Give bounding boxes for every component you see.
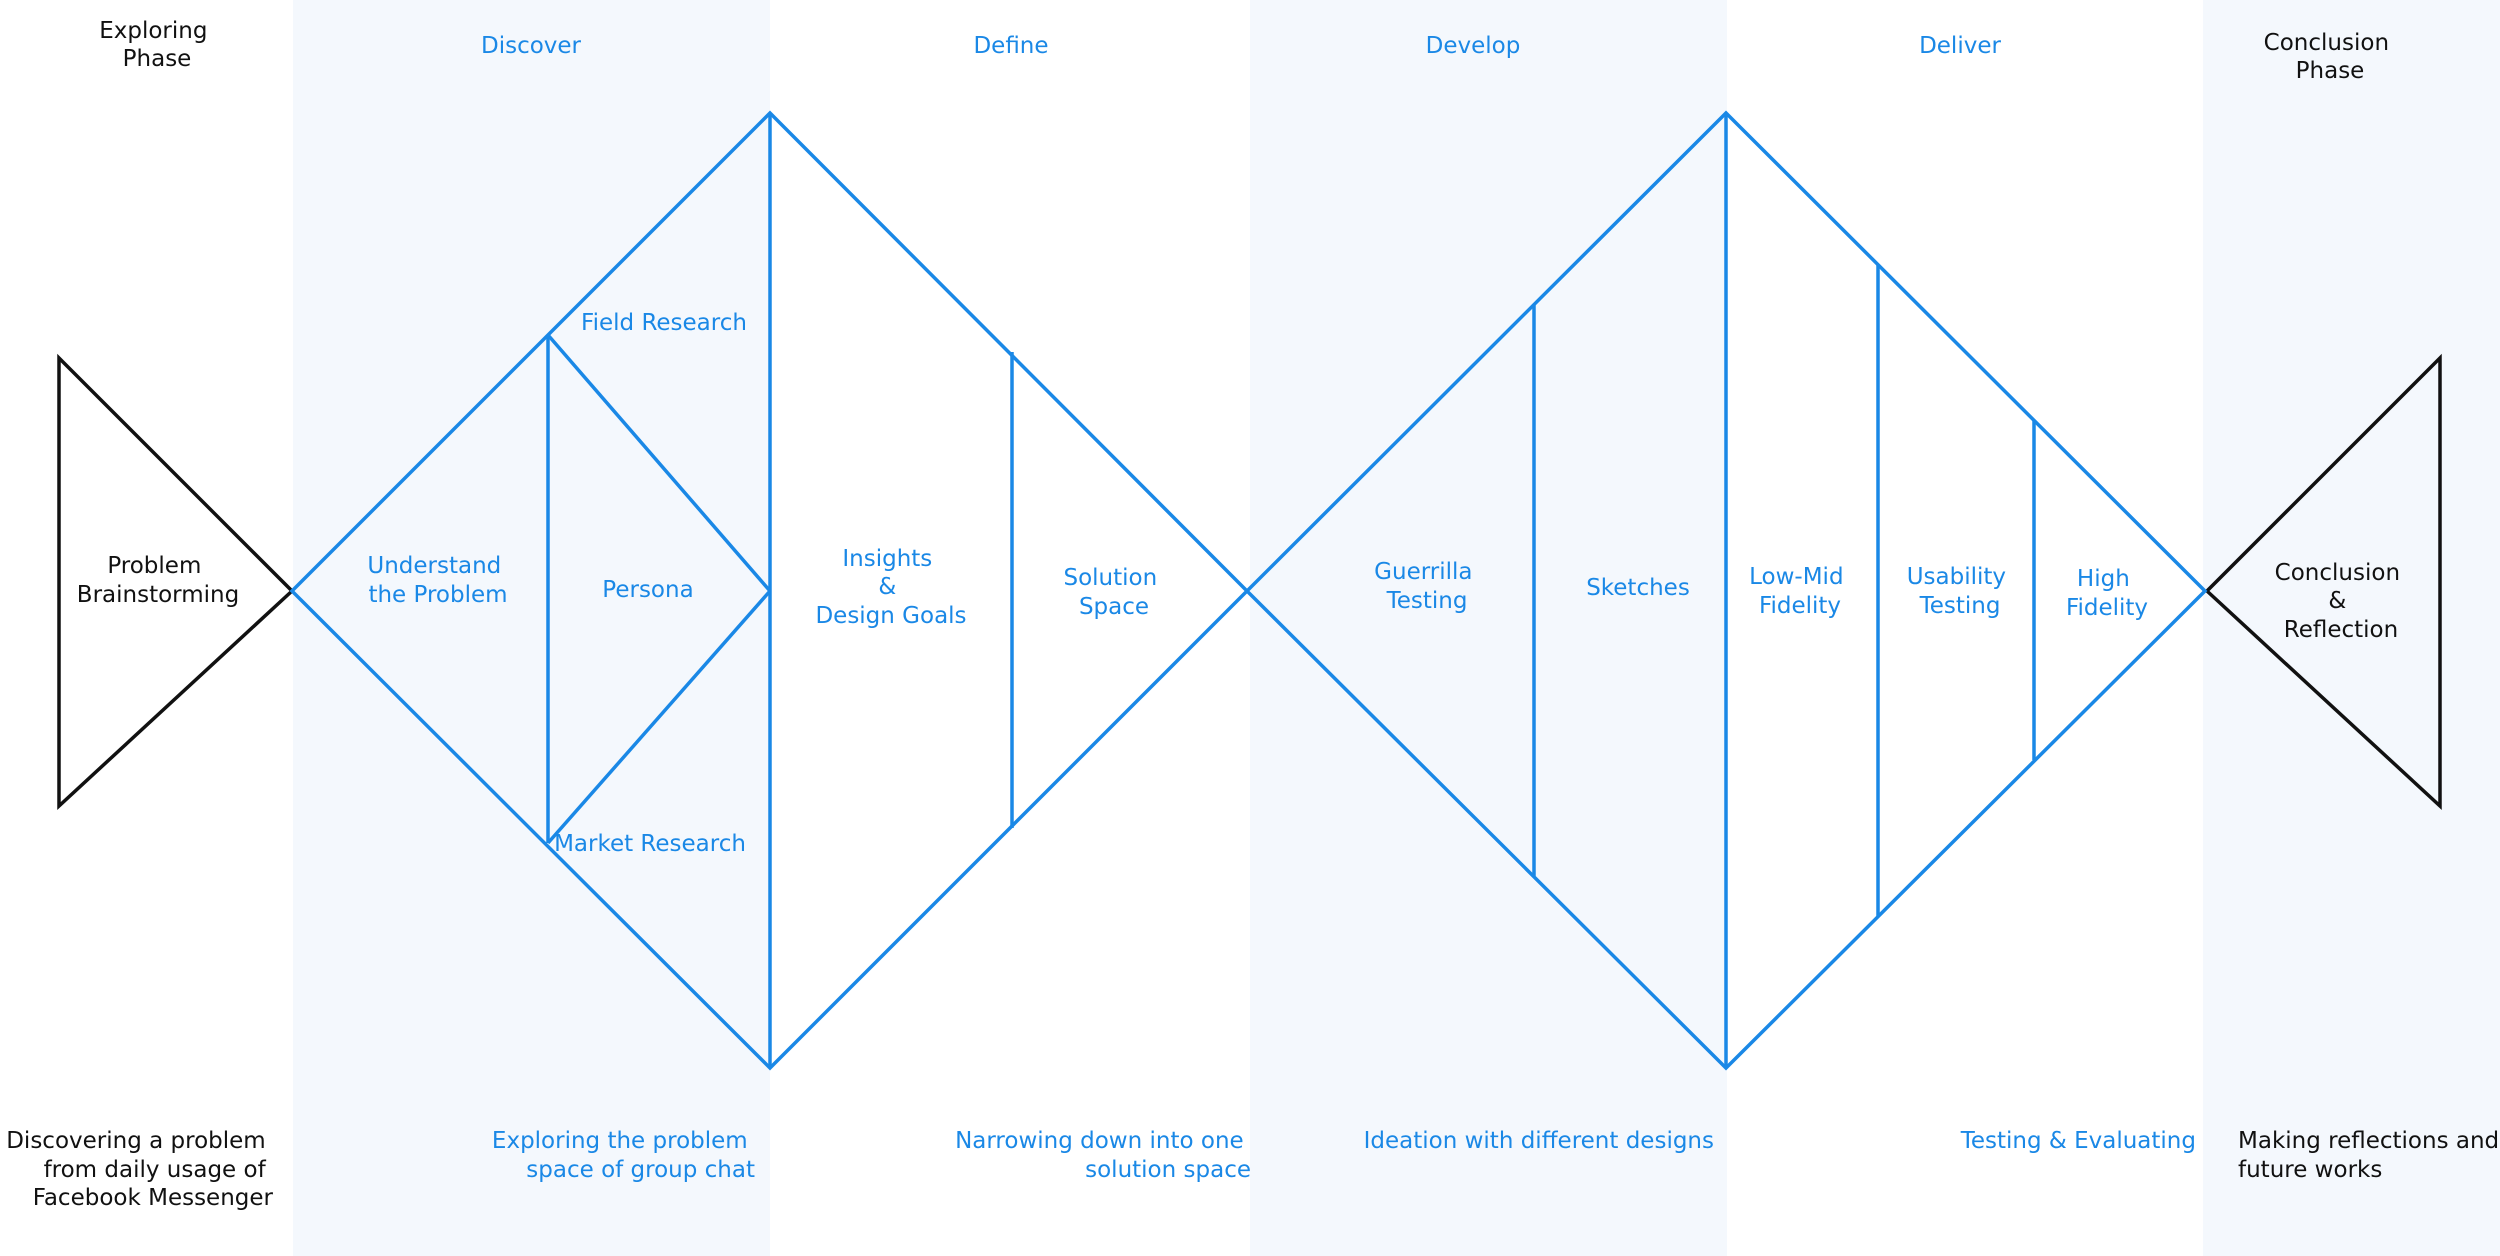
market-research-label: Market Research <box>554 831 746 857</box>
conclusion-phase-label: Conclusion Phase <box>2264 30 2397 84</box>
solution-space-label: Solution Space <box>1063 565 1164 620</box>
conclusion-description: Making reflections and future works <box>2238 1128 2500 1183</box>
persona-bottom-edge <box>546 589 772 845</box>
sketches-label: Sketches <box>1586 575 1690 601</box>
discover-description: Exploring the problem space of group cha… <box>492 1128 755 1183</box>
develop-description: Ideation with different designs <box>1364 1128 1714 1154</box>
exploring-triangle <box>57 353 295 810</box>
band-develop <box>1250 0 1727 1256</box>
exploring-description: Discovering a problem from daily usage o… <box>6 1128 273 1211</box>
discover-label: Discover <box>481 33 582 59</box>
define-label: Define <box>973 33 1048 59</box>
high-fidelity-label: High Fidelity <box>2066 566 2148 621</box>
understand-problem-label: Understand the Problem <box>367 553 508 608</box>
guerrilla-testing-label: Guerrilla Testing <box>1374 559 1480 614</box>
conclusion-reflection-label: Conclusion & Reflection <box>2275 560 2408 643</box>
usability-testing-label: Usability Testing <box>1907 564 2014 619</box>
low-mid-fidelity-label: Low-Mid Fidelity <box>1749 564 1851 619</box>
problem-brainstorming-label: Problem Brainstorming <box>77 553 239 608</box>
band-conclusion <box>2203 0 2500 1256</box>
deliver-description: Testing & Evaluating <box>1960 1128 2196 1154</box>
conclusion-triangle <box>2204 353 2442 810</box>
persona-label: Persona <box>602 577 693 603</box>
insights-design-goals-label: Insights & Design Goals <box>815 546 966 629</box>
develop-label: Develop <box>1426 33 1521 59</box>
field-research-label: Field Research <box>581 310 747 336</box>
develop-deliver-diamond <box>1244 110 2208 1071</box>
persona-top-edge <box>546 333 772 593</box>
deliver-label: Deliver <box>1919 33 2001 59</box>
exploring-phase-label: Exploring Phase <box>99 18 215 72</box>
band-discover <box>293 0 770 1256</box>
define-description: Narrowing down into one solution space <box>955 1128 1251 1183</box>
